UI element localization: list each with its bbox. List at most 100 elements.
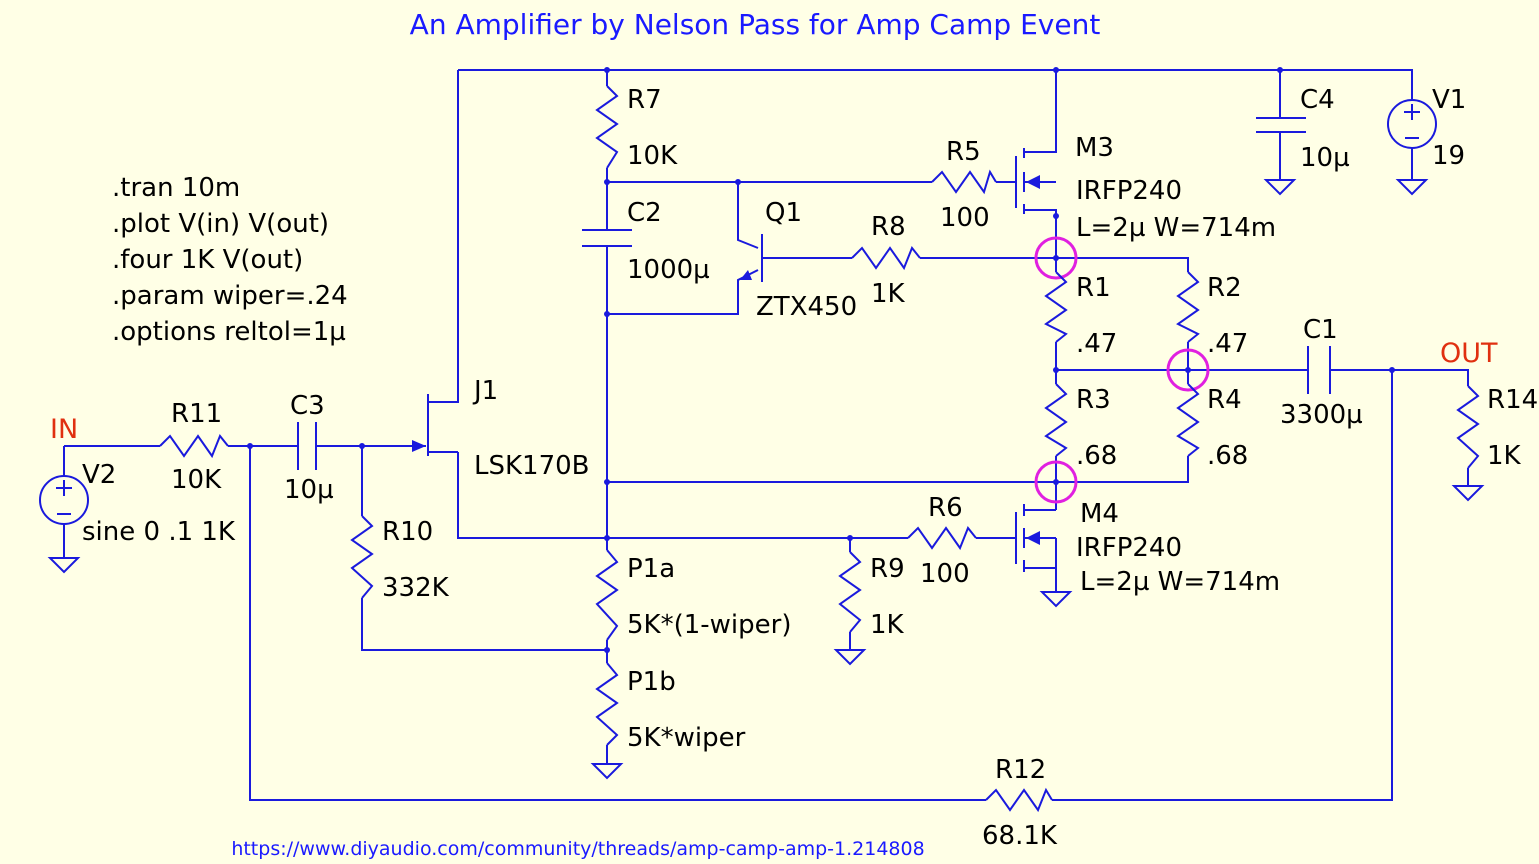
q1-model: ZTX450: [756, 292, 857, 322]
r12-symbol: [985, 787, 1053, 813]
p1b-symbol: [595, 662, 619, 746]
r7-value: 10K: [627, 141, 678, 171]
r3-symbol: [1044, 383, 1068, 457]
r6-value: 100: [920, 559, 970, 589]
p1b-name: P1b: [627, 667, 676, 697]
r11-name: R11: [171, 399, 222, 429]
j1-jfet-symbol: [412, 394, 458, 456]
p1b-value: 5K*wiper: [627, 723, 746, 753]
r1-value: .47: [1076, 329, 1117, 359]
m4-model: IRFP240: [1076, 533, 1182, 563]
c1-value: 3300µ: [1280, 400, 1363, 430]
r9-value: 1K: [870, 610, 905, 640]
c4-value: 10µ: [1300, 143, 1350, 173]
r8-value: 1K: [871, 279, 906, 309]
ground-icon: [1451, 485, 1485, 502]
m4-name: M4: [1080, 499, 1119, 529]
r11-symbol: [159, 434, 229, 459]
c2-value: 1000µ: [627, 255, 710, 285]
input-node-label: IN: [50, 414, 78, 445]
r2-symbol: [1176, 271, 1200, 343]
r7-name: R7: [627, 85, 662, 115]
m3-model: IRFP240: [1076, 176, 1182, 206]
r12-value: 68.1K: [982, 821, 1058, 851]
r4-symbol: [1176, 383, 1200, 457]
r5-name: R5: [946, 137, 981, 167]
c3-value: 10µ: [284, 475, 334, 505]
directive-line: .tran 10m: [112, 173, 240, 203]
highlight-circle: [1034, 236, 1078, 280]
r6-symbol: [907, 526, 977, 551]
p1a-name: P1a: [627, 554, 675, 584]
resistor-symbols: [159, 85, 1480, 813]
c1-symbol: [1307, 346, 1331, 394]
c2-name: C2: [627, 198, 662, 228]
c3-symbol: [297, 422, 317, 470]
m3-name: M3: [1075, 133, 1114, 163]
source-url[interactable]: https://www.diyaudio.com/community/threa…: [231, 838, 924, 860]
spice-directives: .tran 10m .plot V(in) V(out) .four 1K V(…: [112, 173, 348, 347]
q1-name: Q1: [765, 198, 802, 228]
c4-symbol: [1256, 117, 1306, 133]
m3-params: L=2µ W=714m: [1076, 213, 1276, 243]
c4-name: C4: [1300, 85, 1335, 115]
ground-icon: [833, 649, 867, 666]
c3-name: C3: [290, 391, 325, 421]
junction-dots: [247, 67, 1395, 653]
m3-mosfet-symbol: [1015, 148, 1056, 214]
c2-symbol: [582, 229, 632, 247]
p1a-symbol: [595, 549, 619, 641]
r3-name: R3: [1076, 385, 1111, 415]
r2-value: .47: [1207, 329, 1248, 359]
r6-name: R6: [928, 493, 963, 523]
r10-value: 332K: [382, 573, 450, 603]
schematic-title: An Amplifier by Nelson Pass for Amp Camp…: [410, 8, 1101, 41]
r11-value: 10K: [171, 465, 222, 495]
p1a-value: 5K*(1-wiper): [627, 610, 791, 640]
ground-icon: [1263, 179, 1297, 196]
r14-symbol: [1456, 385, 1480, 469]
v2-name: V2: [82, 460, 116, 490]
r10-symbol: [350, 515, 374, 599]
r8-symbol: [851, 246, 921, 271]
r5-value: 100: [940, 203, 990, 233]
directive-line: .param wiper=.24: [112, 281, 348, 311]
v1-value: 19: [1432, 141, 1465, 171]
r2-name: R2: [1207, 273, 1242, 303]
output-node-label: OUT: [1440, 338, 1498, 369]
directive-line: .options reltol=1µ: [112, 317, 346, 347]
q1-transistor-symbol: [740, 234, 763, 282]
r1-name: R1: [1076, 273, 1111, 303]
ground-symbols: [47, 179, 1485, 780]
r4-value: .68: [1207, 441, 1248, 471]
v2-value: sine 0 .1 1K: [82, 517, 236, 547]
v2-source-symbol: [39, 475, 89, 525]
r14-value: 1K: [1487, 441, 1522, 471]
directive-line: .four 1K V(out): [112, 245, 303, 275]
highlight-circle: [1034, 460, 1078, 504]
c1-name: C1: [1303, 315, 1338, 345]
m4-mosfet-symbol: [1015, 504, 1057, 572]
r5-symbol: [931, 169, 997, 195]
highlight-markers: [1034, 236, 1210, 504]
j1-model: LSK170B: [474, 451, 590, 481]
v1-name: V1: [1432, 85, 1466, 115]
m4-params: L=2µ W=714m: [1080, 567, 1280, 597]
r8-name: R8: [871, 212, 906, 242]
r7-symbol: [595, 85, 619, 169]
ground-icon: [1395, 179, 1429, 196]
r9-name: R9: [870, 554, 905, 584]
r14-name: R14: [1487, 385, 1538, 415]
capacitor-symbols: [297, 117, 1331, 470]
r9-symbol: [838, 551, 862, 633]
j1-name: J1: [472, 376, 498, 406]
r12-name: R12: [995, 755, 1046, 785]
ground-icon: [47, 557, 81, 574]
r10-name: R10: [382, 517, 433, 547]
wires: [63, 69, 1469, 801]
component-labels: R7 10K R5 100 M3 IRFP240 L=2µ W=714m C4 …: [82, 85, 1538, 851]
v1-source-symbol: [1387, 98, 1437, 149]
highlight-circle: [1166, 348, 1210, 392]
ground-icon: [590, 763, 624, 780]
